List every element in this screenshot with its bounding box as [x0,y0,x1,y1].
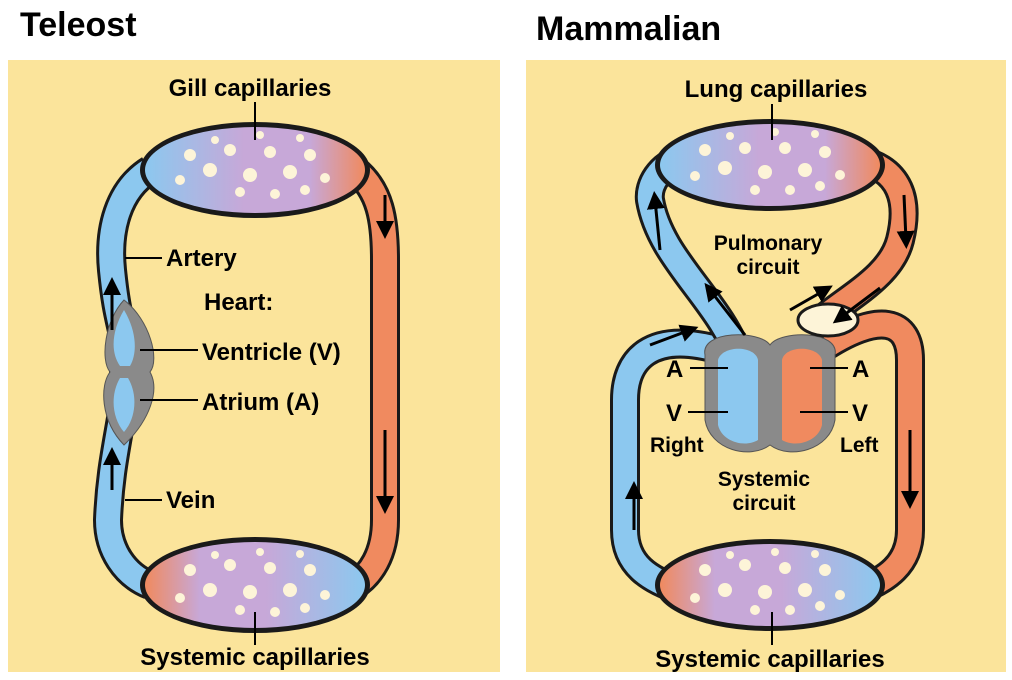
mammalian-lung-capillary-bed [655,119,885,211]
mammalian-label-right: Right [650,434,704,457]
mammalian-label-left: Left [840,434,879,457]
teleost-panel: Gill capillaries Artery Heart: Ventricle… [8,60,500,672]
teleost-label-ventricle: Ventricle (V) [202,339,341,366]
mammalian-panel: Lung capillaries Pulmonary circuit A V R… [526,60,1006,673]
mammalian-label-v-right: V [666,400,682,427]
mammalian-arrow-pulmonary-right [904,195,906,240]
teleost-label-systemic-capillaries: Systemic capillaries [140,644,369,671]
mammalian-label-systemic-2: circuit [732,492,795,515]
teleost-label-heart: Heart: [204,289,273,316]
mammalian-label-systemic-capillaries: Systemic capillaries [655,646,884,673]
teleost-label-vein: Vein [166,487,215,514]
mammalian-label-a-left: A [852,356,869,383]
teleost-label-gill-capillaries: Gill capillaries [169,75,332,102]
mammalian-label-systemic-1: Systemic [718,468,811,491]
teleost-label-atrium: Atrium (A) [202,389,319,416]
mammalian-systemic-capillary-bed [655,539,885,631]
mammalian-label-pulmonary-2: circuit [736,256,799,279]
mammalian-label-lung-capillaries: Lung capillaries [685,76,868,103]
mammalian-label-v-left: V [852,400,868,427]
mammalian-label-pulmonary-1: Pulmonary [714,232,823,255]
teleost-label-artery: Artery [166,245,237,272]
mammalian-label-a-right: A [666,356,683,383]
